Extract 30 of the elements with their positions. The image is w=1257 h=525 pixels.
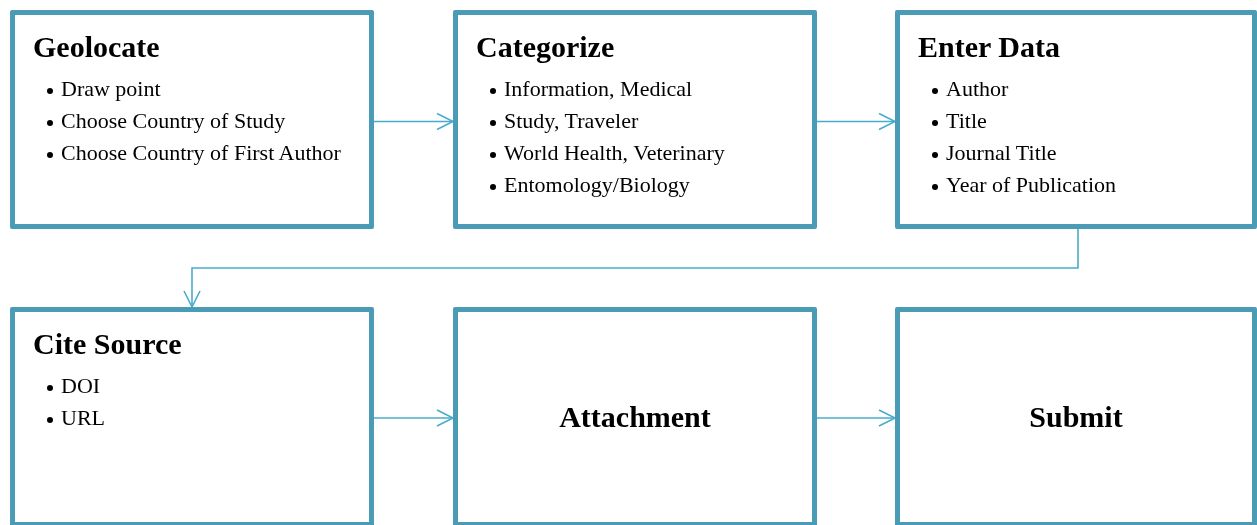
bullet-text: Study, Traveler — [504, 108, 639, 133]
bullet-text: Draw point — [61, 76, 161, 101]
bullet-text: Entomology/Biology — [504, 172, 690, 197]
bullet-text: Title — [946, 108, 987, 133]
bullet-text: World Health, Veterinary — [504, 140, 725, 165]
process-box — [895, 307, 1257, 525]
box-heading: Geolocate — [33, 29, 160, 65]
box-heading: Enter Data — [918, 29, 1060, 65]
bullet-text: Journal Title — [946, 140, 1057, 165]
arrow — [183, 228, 1079, 308]
box-heading: Cite Source — [33, 326, 182, 362]
process-box — [10, 10, 374, 229]
bullet-text: Choose Country of First Author — [61, 140, 341, 165]
process-box — [895, 10, 1257, 229]
arrow — [373, 409, 454, 427]
process-box — [453, 10, 817, 229]
process-box — [10, 307, 374, 525]
bullet-text: Year of Publication — [946, 172, 1117, 197]
box-heading: Attachment — [559, 399, 711, 435]
bullet-text: DOI — [61, 373, 101, 398]
arrow — [816, 112, 896, 131]
arrow — [816, 409, 896, 427]
bullet-text: Information, Medical — [504, 76, 693, 101]
bullet-text: URL — [61, 405, 105, 430]
bullet-text: Author — [946, 76, 1009, 101]
box-heading: Categorize — [476, 29, 615, 65]
box-heading: Submit — [1029, 399, 1123, 435]
arrow — [373, 112, 454, 131]
process-box — [453, 307, 817, 525]
bullet-text: Choose Country of Study — [61, 108, 286, 133]
